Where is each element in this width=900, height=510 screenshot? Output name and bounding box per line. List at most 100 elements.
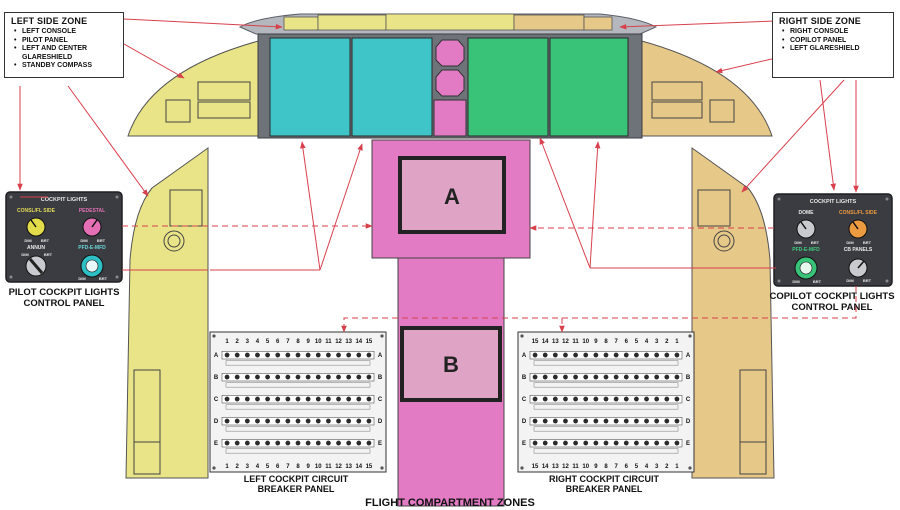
left-cb-breaker-button-icon[interactable] [224,374,230,380]
left-cb-breaker-button-icon[interactable] [265,374,270,380]
right-cb-breaker-button-icon[interactable] [603,418,609,424]
right-cb-breaker-button-icon[interactable] [674,352,680,358]
right-cb-breaker-button-icon[interactable] [654,440,660,446]
left-cb-breaker-button-icon[interactable] [295,396,301,402]
left-cb-breaker-button-icon[interactable] [305,352,311,358]
left-cb-breaker-button-icon[interactable] [295,440,301,446]
right-cb-breaker-button-icon[interactable] [634,418,639,424]
right-cb-breaker-button-icon[interactable] [583,440,589,446]
left-cb-breaker-button-icon[interactable] [255,418,260,424]
right-cb-breaker-button-icon[interactable] [573,440,578,446]
left-cb-breaker-button-icon[interactable] [326,396,331,402]
left-cb-breaker-button-icon[interactable] [285,396,291,402]
right-cb-breaker-button-icon[interactable] [654,396,660,402]
left-cb-breaker-button-icon[interactable] [244,440,250,446]
left-cb-breaker-button-icon[interactable] [244,374,250,380]
left-cb-breaker-button-icon[interactable] [295,374,301,380]
right-cb-breaker-button-icon[interactable] [573,396,578,402]
left-cb-breaker-button-icon[interactable] [244,418,250,424]
left-cb-breaker-button-icon[interactable] [265,396,270,402]
right-cb-breaker-button-icon[interactable] [664,374,670,380]
left-cb-breaker-button-icon[interactable] [315,396,321,402]
right-cb-breaker-button-icon[interactable] [674,396,680,402]
left-cb-breaker-button-icon[interactable] [366,352,372,358]
right-cb-breaker-button-icon[interactable] [542,396,548,402]
left-cb-breaker-button-icon[interactable] [255,440,260,446]
right-cb-breaker-button-icon[interactable] [674,418,680,424]
right-cb-breaker-button-icon[interactable] [532,418,538,424]
left-cb-breaker-button-icon[interactable] [336,396,341,402]
right-cb-breaker-button-icon[interactable] [623,440,629,446]
right-cb-breaker-button-icon[interactable] [542,440,548,446]
right-cb-breaker-button-icon[interactable] [613,396,619,402]
left-cb-breaker-button-icon[interactable] [224,440,230,446]
left-cb-breaker-button-icon[interactable] [336,374,341,380]
right-cb-breaker-button-icon[interactable] [593,352,599,358]
left-cb-breaker-button-icon[interactable] [346,352,352,358]
right-cb-breaker-button-icon[interactable] [593,440,599,446]
left-cb-breaker-button-icon[interactable] [275,352,281,358]
left-cb-breaker-button-icon[interactable] [346,418,352,424]
left-cb-breaker-button-icon[interactable] [255,374,260,380]
right-cb-breaker-button-icon[interactable] [593,418,599,424]
left-cb-breaker-button-icon[interactable] [366,440,372,446]
right-cb-breaker-button-icon[interactable] [613,418,619,424]
right-cb-breaker-button-icon[interactable] [654,374,660,380]
left-cb-breaker-button-icon[interactable] [305,396,311,402]
left-cb-breaker-button-icon[interactable] [326,418,331,424]
right-cb-breaker-button-icon[interactable] [532,396,538,402]
right-cb-breaker-button-icon[interactable] [644,396,649,402]
right-cb-breaker-button-icon[interactable] [674,374,680,380]
right-cb-breaker-button-icon[interactable] [664,418,670,424]
right-cb-breaker-button-icon[interactable] [644,374,649,380]
left-cb-breaker-button-icon[interactable] [326,352,331,358]
right-cb-breaker-button-icon[interactable] [654,352,660,358]
right-cb-breaker-button-icon[interactable] [542,418,548,424]
right-cb-breaker-button-icon[interactable] [674,440,680,446]
left-cb-breaker-button-icon[interactable] [305,440,311,446]
left-cb-breaker-button-icon[interactable] [295,352,301,358]
left-cb-breaker-button-icon[interactable] [315,374,321,380]
left-cb-breaker-button-icon[interactable] [234,418,240,424]
left-cb-breaker-button-icon[interactable] [346,440,352,446]
right-cb-breaker-button-icon[interactable] [593,396,599,402]
right-cb-breaker-button-icon[interactable] [623,418,629,424]
left-cb-breaker-button-icon[interactable] [336,440,341,446]
left-cb-breaker-button-icon[interactable] [224,418,230,424]
left-cb-breaker-button-icon[interactable] [305,418,311,424]
left-cb-breaker-button-icon[interactable] [366,418,372,424]
right-cb-breaker-button-icon[interactable] [583,374,589,380]
left-cb-breaker-button-icon[interactable] [356,352,362,358]
right-cb-breaker-button-icon[interactable] [603,440,609,446]
right-cb-breaker-button-icon[interactable] [552,374,558,380]
left-cb-breaker-button-icon[interactable] [244,396,250,402]
right-cb-breaker-button-icon[interactable] [644,418,649,424]
left-cb-breaker-button-icon[interactable] [244,352,250,358]
left-cb-breaker-button-icon[interactable] [275,374,281,380]
left-cb-breaker-button-icon[interactable] [366,374,372,380]
right-cb-breaker-button-icon[interactable] [532,352,538,358]
left-cb-breaker-button-icon[interactable] [315,352,321,358]
left-cb-breaker-button-icon[interactable] [275,418,281,424]
right-cb-breaker-button-icon[interactable] [603,396,609,402]
left-cb-breaker-button-icon[interactable] [336,352,341,358]
left-cb-breaker-button-icon[interactable] [265,352,270,358]
right-cb-breaker-button-icon[interactable] [634,396,639,402]
left-cb-breaker-button-icon[interactable] [356,440,362,446]
right-cb-breaker-button-icon[interactable] [623,352,629,358]
right-cb-breaker-button-icon[interactable] [573,374,578,380]
right-cb-breaker-button-icon[interactable] [613,352,619,358]
left-cb-breaker-button-icon[interactable] [326,440,331,446]
right-cb-breaker-button-icon[interactable] [664,352,670,358]
right-cb-breaker-button-icon[interactable] [573,418,578,424]
right-cb-breaker-button-icon[interactable] [603,374,609,380]
left-cb-breaker-button-icon[interactable] [315,440,321,446]
left-cb-breaker-button-icon[interactable] [265,418,270,424]
left-cb-breaker-button-icon[interactable] [336,418,341,424]
right-cb-breaker-button-icon[interactable] [634,374,639,380]
left-cb-breaker-button-icon[interactable] [224,396,230,402]
right-cb-breaker-button-icon[interactable] [563,374,568,380]
right-cb-breaker-button-icon[interactable] [563,440,568,446]
left-cb-breaker-button-icon[interactable] [346,396,352,402]
left-cb-breaker-button-icon[interactable] [285,440,291,446]
